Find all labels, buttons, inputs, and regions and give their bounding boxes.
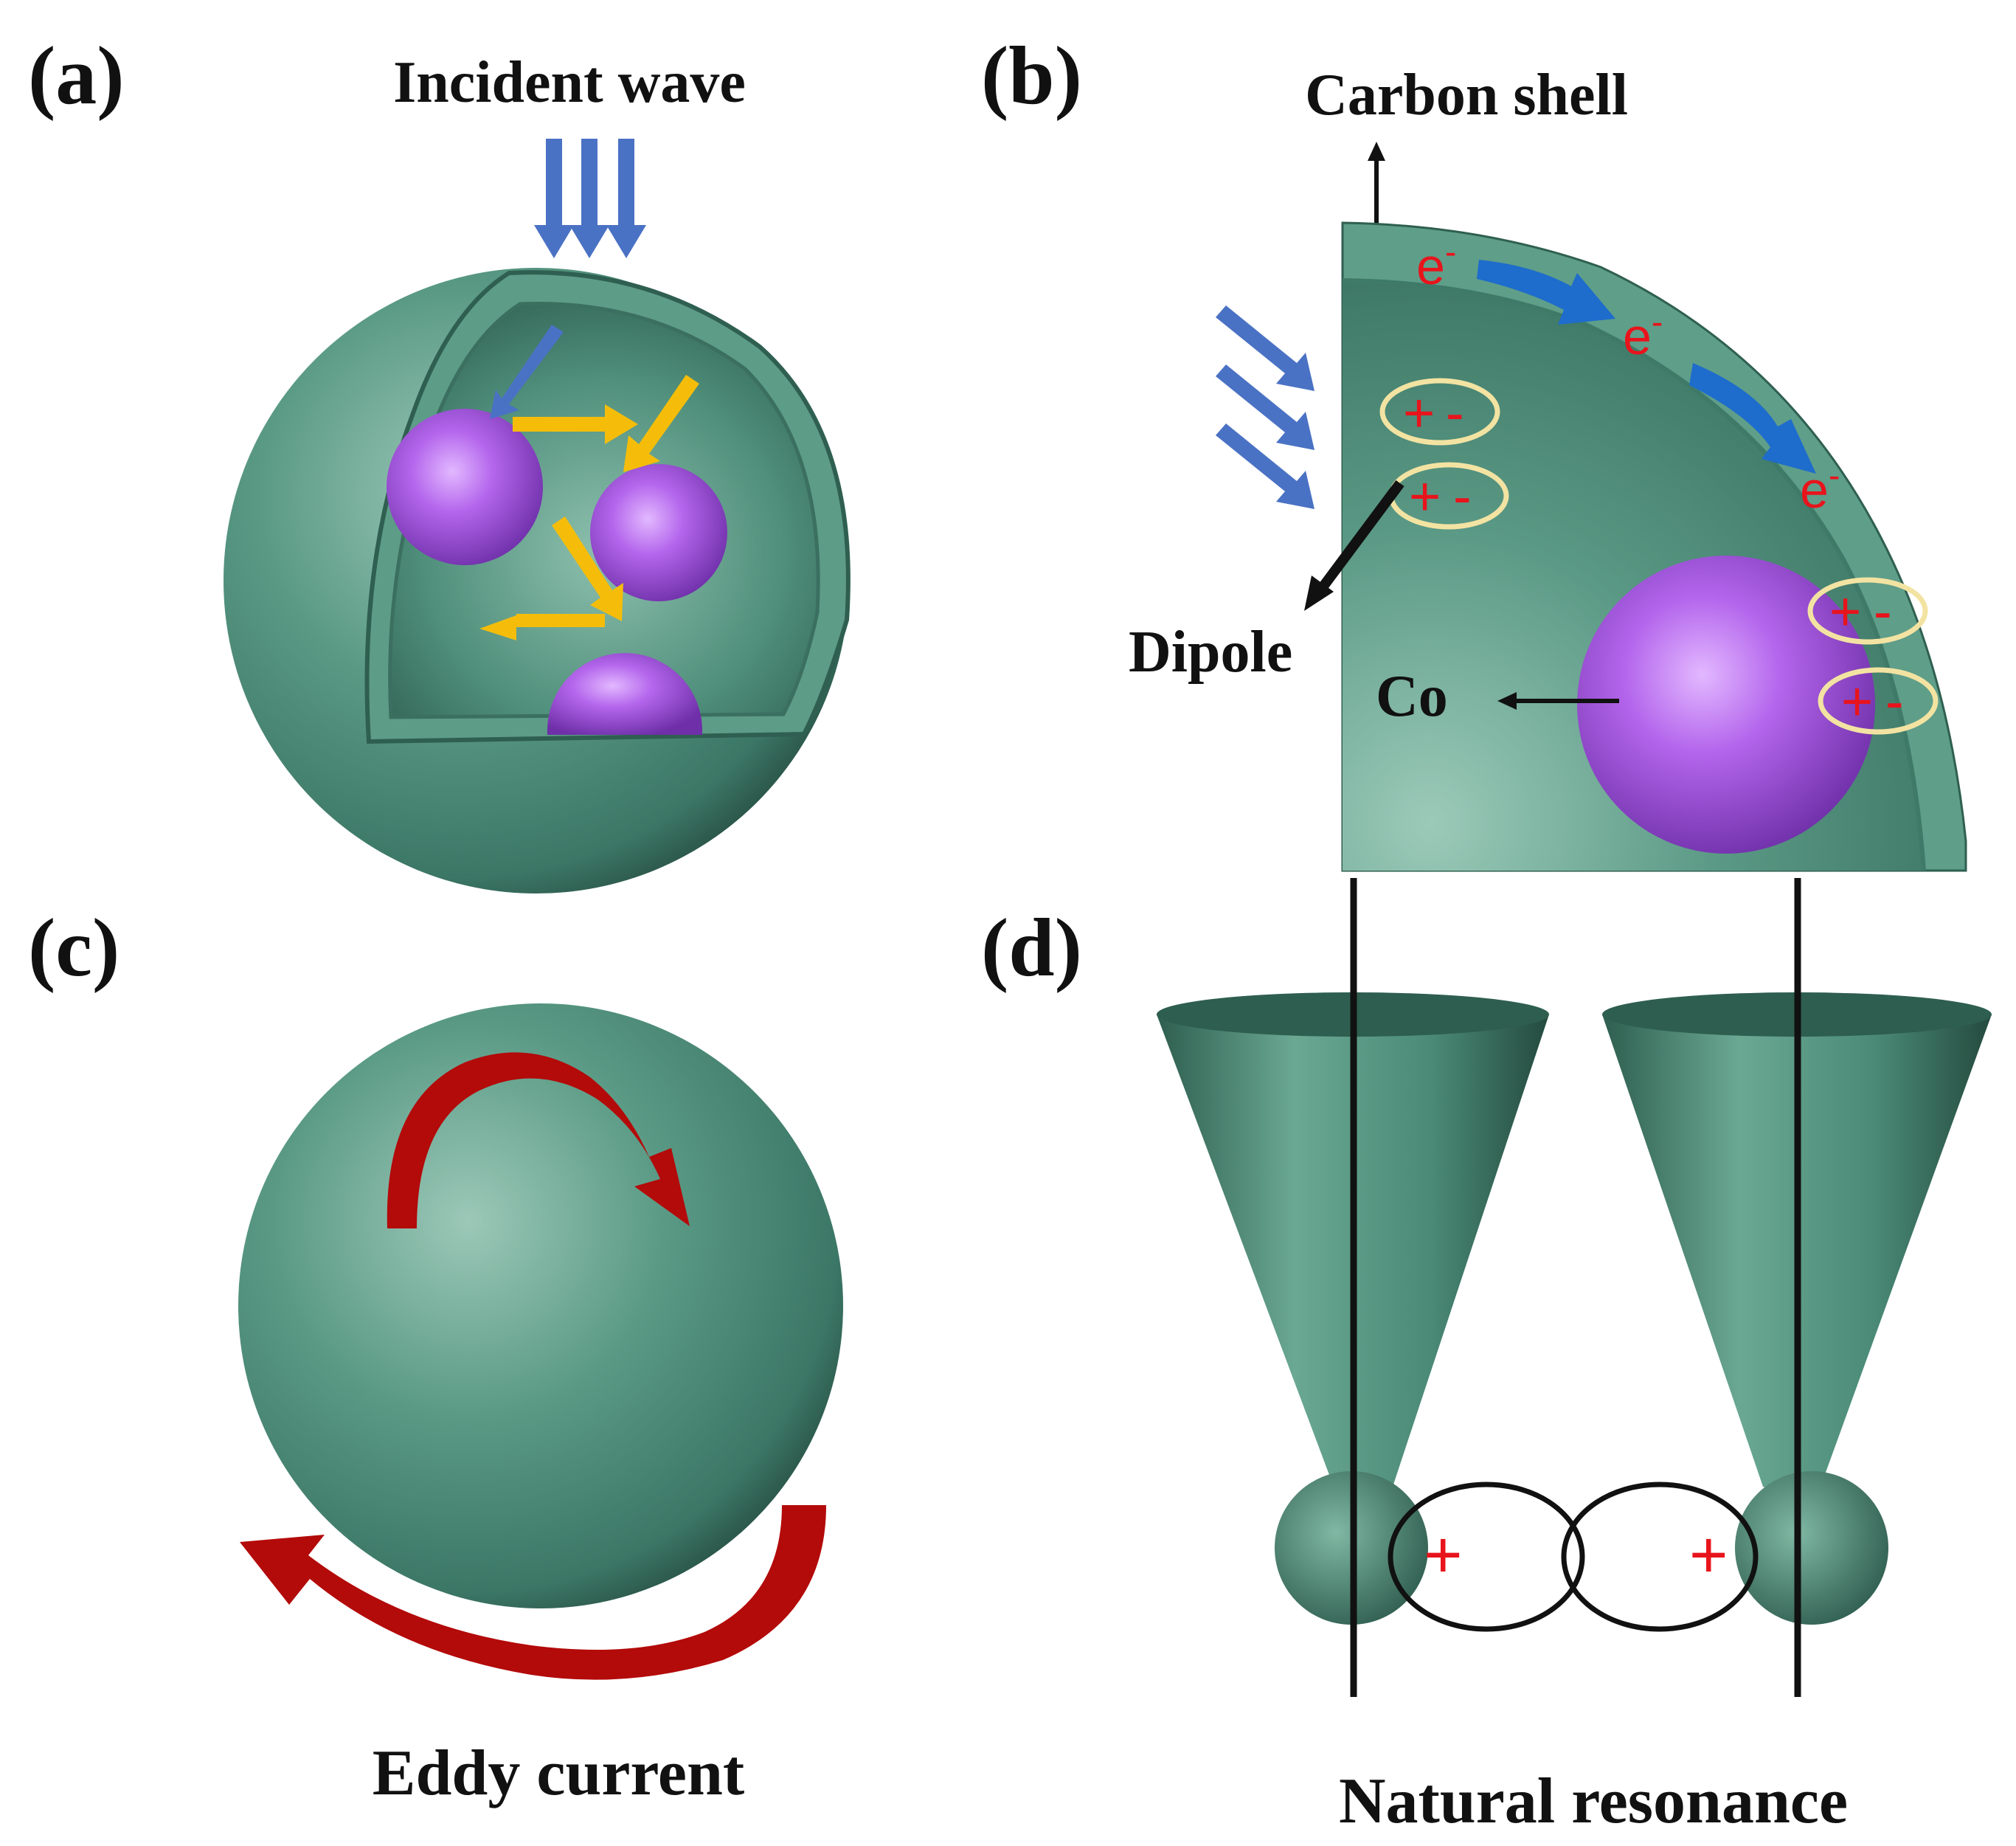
co-sphere-3 (547, 653, 702, 735)
coupling-loop-left (1388, 1482, 1585, 1632)
dipole-4: + - (1818, 667, 1939, 735)
reflection-arrow-3 (552, 516, 623, 621)
carbon-shell-label: Carbon shell (1305, 63, 1628, 128)
incident-arrow-b3 (1216, 424, 1314, 509)
panel-d-tag: (d) (981, 902, 1082, 994)
shell-inner-edge (1343, 278, 1926, 871)
incident-arrow-2 (569, 139, 609, 258)
panel-b-tag: (b) (981, 30, 1082, 122)
dipole-label: Dipole (1129, 620, 1292, 685)
svg-text:-: - (1446, 382, 1464, 443)
co-sphere-1 (387, 409, 543, 565)
incident-arrow-b2 (1216, 364, 1314, 450)
coupling-loop-right (1561, 1482, 1759, 1632)
eddy-current-label: Eddy current (373, 1738, 744, 1809)
reflection-arrow-4 (479, 614, 605, 640)
charge-plus-left: + (1424, 1518, 1463, 1592)
eddy-arrow-bottom (240, 1505, 826, 1680)
co-label: Co (1376, 664, 1448, 729)
dipole-pointer (1304, 480, 1404, 611)
electron-current-arrows (1477, 260, 1816, 474)
natural-resonance-label: Natural resonance (1339, 1766, 1848, 1837)
svg-text:+: + (1841, 671, 1873, 732)
incident-arrows-b (1216, 305, 1314, 509)
electron-label-3: e- (1800, 456, 1840, 519)
incident-arrow-b1 (1216, 305, 1314, 391)
reflection-arrow-1 (513, 404, 638, 444)
svg-text:+: + (1403, 382, 1435, 443)
panel-b: (b) Carbon shell e- e- e- Co (981, 30, 1967, 872)
reflection-arrow-2 (623, 375, 699, 472)
spin-ball-right (1735, 1471, 1888, 1625)
co-sphere-2 (590, 464, 727, 601)
electron-arrow-2 (1689, 363, 1816, 474)
electron-arrow-1 (1477, 260, 1615, 325)
conductive-sphere (238, 1003, 843, 1608)
incident-wave-arrows (534, 139, 646, 258)
svg-text:-: - (1453, 466, 1472, 527)
panel-c-tag: (c) (28, 902, 119, 994)
svg-text:+: + (1829, 581, 1861, 642)
eddy-arrow-top (387, 1052, 690, 1228)
electron-label-1: e- (1416, 232, 1456, 295)
co-pointer (1497, 692, 1619, 710)
panel-d: (d) + + Natural resonance (981, 878, 1992, 1837)
reflection-arrows (479, 375, 699, 640)
incident-wave-label: Incident wave (393, 50, 746, 115)
svg-text:-: - (1885, 671, 1904, 732)
panel-a: (a) Incident wave (28, 30, 851, 893)
incident-arrow-3 (606, 139, 646, 258)
electron-label-2: e- (1623, 303, 1663, 365)
panel-c: (c) Eddy current (28, 902, 843, 1809)
inner-incident-arrow (490, 325, 564, 419)
panel-a-tag: (a) (28, 30, 125, 122)
svg-text:-: - (1874, 581, 1892, 642)
incident-arrow-1 (534, 139, 574, 258)
co-particle (1577, 556, 1875, 854)
svg-text:+: + (1409, 466, 1441, 527)
dipole-2: + - (1388, 462, 1509, 530)
dipole-1: + - (1379, 378, 1500, 446)
dipole-3: + - (1807, 577, 1928, 645)
charge-plus-right: + (1689, 1518, 1728, 1592)
